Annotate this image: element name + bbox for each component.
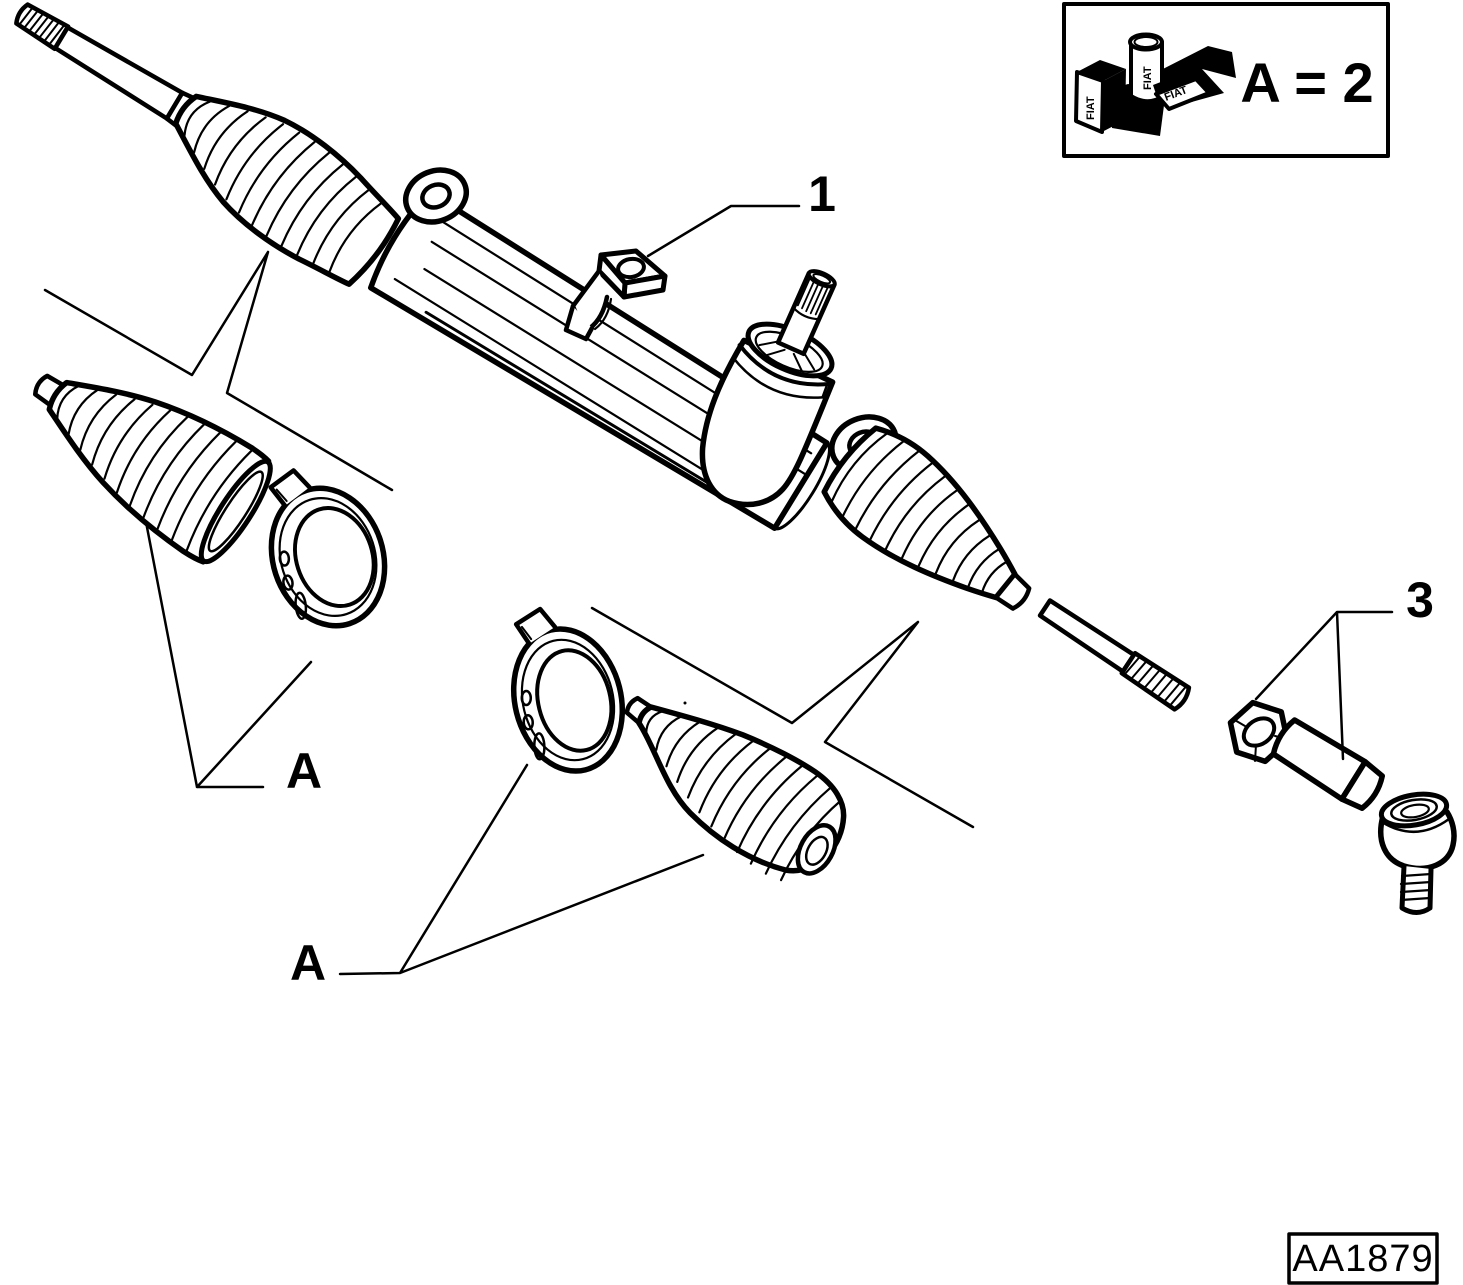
- boot-right-assembly: [821, 425, 1032, 611]
- mount-lug-left: [403, 167, 469, 225]
- boot-kit-left-clamp: [268, 468, 388, 629]
- part-code-box: AA1879: [1287, 1232, 1439, 1285]
- fiat-logo-box-left: FIAT: [1085, 96, 1097, 120]
- thread-hatch-right: [1123, 655, 1188, 708]
- legend-label: A = 2: [1240, 51, 1373, 114]
- boot-kit-center-clamp: [510, 606, 626, 774]
- print-speck: [683, 701, 687, 705]
- fiat-logo-cylinder: FIAT: [1142, 66, 1154, 90]
- callout-a-left-label: A: [286, 743, 322, 799]
- callout-3-label: 3: [1406, 572, 1434, 628]
- boot-left-assembly: [173, 93, 402, 287]
- pinion-housing: [699, 269, 837, 508]
- part-code-label: AA1879: [1292, 1238, 1433, 1280]
- callout-a-center-label: A: [290, 935, 326, 991]
- leader-callout-a-center: [338, 763, 705, 976]
- boot-ribs: [56, 384, 253, 552]
- leader-callout-3: [1254, 610, 1394, 761]
- boot-kit-center-boot: [624, 695, 847, 882]
- thread-hatch-left: [17, 5, 66, 47]
- tie-rod-end: [1270, 717, 1457, 915]
- legend-box: FIAT FIAT FIAT A = 2: [1062, 2, 1390, 158]
- boot-ribs: [830, 432, 1009, 594]
- leader-callout-1: [646, 204, 801, 258]
- input-shaft: [775, 269, 837, 357]
- boot-kit-left-boot: [32, 373, 273, 565]
- mount-bracket-part-1: [563, 248, 668, 342]
- reference-pointer-left: [43, 250, 394, 492]
- boot-ribs: [183, 100, 383, 274]
- reference-pointer-center: [590, 606, 975, 829]
- tie-rod-right: [1037, 598, 1192, 712]
- tie-rod-left: [14, 2, 202, 132]
- leader-callout-a-left: [144, 520, 313, 789]
- spline-hatch: [796, 277, 833, 316]
- ball-stud: [1399, 863, 1434, 915]
- fiat-parts-kit-icon: FIAT FIAT FIAT: [1074, 32, 1236, 136]
- callout-1-label: 1: [808, 166, 836, 222]
